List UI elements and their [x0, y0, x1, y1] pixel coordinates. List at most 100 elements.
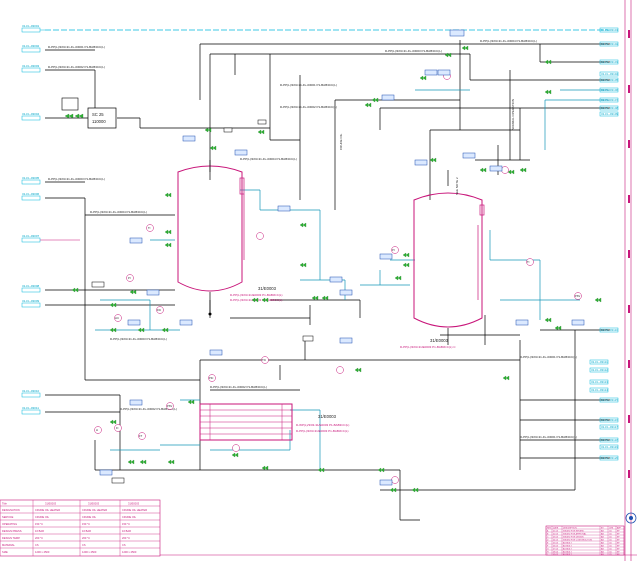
tb-r1c1: CRUDE OIL	[35, 515, 50, 519]
offpage-connectors-left	[21, 27, 80, 415]
tb-r1c0: SERVICE	[2, 515, 14, 519]
line-label-11: D-PP(L)/3/03-31-FL-03003 P1-BAB3CC(L)	[110, 337, 167, 341]
tb-r5c1: CS	[35, 543, 39, 547]
tb-h2: 31/E0003	[88, 502, 100, 506]
conn-l-3: 31-FL-03003	[22, 64, 40, 68]
rev-r0c4: CHK	[609, 528, 614, 530]
rev-r7c1: 07.03	[553, 549, 559, 551]
column-left: 31/E0003 D-PP(L)/3/03-31/E0003 P1-BAB3CC…	[177, 160, 283, 316]
connector-left-11	[21, 409, 41, 415]
tb-r2c1: 150 °C	[35, 522, 43, 526]
connector-left-5	[21, 179, 41, 185]
tb-r4c2: 200 °C	[82, 536, 90, 540]
inst-tag-7: FI	[116, 426, 119, 430]
rev-r3c3: AB	[601, 536, 604, 539]
conn-r-15: 31-FL-03115	[601, 398, 618, 402]
rev-r3c4: CD	[609, 537, 612, 539]
rev-r0c2: DESCRIPTION	[563, 528, 577, 530]
tb-r1c2: CRUDE OIL	[82, 515, 97, 519]
rev-r2c4: CD	[609, 534, 612, 536]
rev-r1c0: A	[547, 530, 549, 533]
line-label-6: D-PP(L)/3/03-31-FL-03002 P1-BAB3CC(L)	[280, 105, 337, 109]
conn-l-2: 31-FL-03002	[22, 44, 40, 48]
inst-tag-4: LIC	[115, 316, 119, 320]
rev-r5c2: AS BUILT	[563, 542, 573, 545]
vertical-note-1: CRUDE OIL	[339, 133, 343, 150]
annotation-boxes	[91, 119, 314, 484]
line-label-9: D-PP(L)/3/03-31-FL-03001 P1-BAB3CC(L)	[520, 355, 577, 359]
rev-r7c2: AS BUILT	[563, 548, 573, 551]
utility-lines	[95, 89, 610, 470]
tb-r4c3: 200 °C	[122, 536, 130, 540]
tb-r3c2: 16 BAR	[82, 529, 91, 533]
tb-r0c3: CRUDE OIL HEATER	[122, 508, 147, 512]
rev-r9c2: AS BUILT	[563, 553, 573, 556]
inst-tag-12: TI	[527, 260, 530, 264]
connector-left-3	[21, 67, 41, 73]
line-label-2: D-PP(L)/3/03-31-FL-03002 P1-BAB3CC(L)	[48, 65, 105, 69]
rev-r6c1: 06.03	[553, 546, 559, 548]
rev-r7c3: AB	[601, 548, 604, 551]
inst-tag-13: PSV	[575, 294, 580, 298]
rev-r8c3: AB	[601, 551, 604, 554]
line-label-1: D-PP(L)/3/03-31-FL-03001 P1-BAB3CC(L)	[48, 45, 105, 49]
conn-r-9: 31-FL-03109	[601, 112, 619, 116]
revision-block	[545, 525, 625, 556]
rev-r4c0: D	[547, 540, 549, 542]
line-label-5: D-PP(L)/3/03-31-FL-03001 P1-BAB3CC(L)	[280, 83, 337, 87]
rev-r4c2: ISSUED FOR CONSTRUCTION	[563, 540, 592, 542]
line-label-10: D-PP(L)/3/03-31-FL-03002 P1-BAB3CC(L)	[210, 385, 267, 389]
conn-r-11: 31-FL-03111	[591, 360, 608, 364]
conn-r-7: 31-FL-03107	[601, 98, 619, 102]
inst-tag-9: PSV	[167, 404, 172, 408]
conn-r-20: 31-FL-03120	[601, 456, 619, 460]
conn-r-16: 31-FL-03116	[601, 418, 618, 422]
vertical-note-2: NORMAL OPERATION	[511, 99, 515, 130]
offpage-connectors-left-labels: 31-FL-03001 31-FL-03002 31-FL-03003 31-F…	[22, 24, 40, 410]
conn-r-4: 31-FL-03104	[601, 72, 619, 76]
rev-r6c4: CD	[609, 546, 612, 548]
tb-r6c0: SIZE	[2, 550, 8, 554]
conn-l-10: 31-FL-03010	[22, 389, 40, 393]
conn-r-10: 31-FL-03110	[601, 328, 618, 332]
rev-r1c1: 01.03	[553, 531, 559, 533]
tb-r0c1: CRUDE OIL HEATER	[35, 508, 60, 512]
rev-r1c2: ISSUED FOR REVIEW	[563, 531, 584, 533]
rev-r8c4: CD	[609, 552, 612, 554]
rev-r6c0: F	[547, 546, 549, 548]
rev-r1c3: AB	[601, 530, 604, 533]
connector-left-6	[21, 195, 41, 201]
vertical-note-3: SEE NOTE 2	[455, 177, 459, 195]
conn-l-6: 31-FL-03006	[22, 192, 40, 196]
conn-l-8: 31-FL-03008	[22, 284, 40, 288]
tb-r3c3: 16 BAR	[122, 529, 131, 533]
conn-l-11: 31-FL-03011	[22, 406, 39, 410]
rev-r8c1: 08.03	[553, 552, 559, 554]
line-label-14: D-PP(L)/3/03-31-FL-03002 P1-BAB3CC(L)	[120, 407, 177, 411]
tb-r6c1: 1200 x 4500	[35, 550, 50, 554]
conn-r-18: 31-FL-03118	[601, 438, 618, 442]
valves	[64, 45, 602, 493]
conn-l-7: 31-FL-03007	[22, 234, 40, 238]
column-left-line1: D-PP(L)/3/03-31/E0003 P1-BAB3CC(L)	[230, 293, 283, 297]
rev-r4c5: EF	[617, 540, 620, 542]
frame-edge-marks	[628, 30, 630, 478]
line-labels: D-PP(L)/3/03-31-FL-03001 P1-BAB3CC(L) D-…	[48, 39, 577, 439]
rev-r4c1: 04.03	[553, 540, 559, 542]
tb-r1c3: CRUDE OIL	[122, 515, 137, 519]
line-label-13: D-PP(L)/3/03-31-FL-03001 P1-BAB3CC(L)	[520, 435, 577, 439]
rev-r8c5: EF	[617, 552, 620, 554]
offpage-connectors-right-labels: 31-FL-03101 31-FL-03102 31-FL-03103 31-F…	[591, 28, 619, 460]
line-label-3: D-PP(L)/3/03-31-FL-03003 P1-BAB3CC(L)	[48, 177, 105, 181]
rev-r9c1: 09.03	[553, 554, 559, 556]
tb-r3c1: 16 BAR	[35, 529, 44, 533]
exchanger-tag: 31/E0003	[318, 414, 337, 419]
rev-r6c2: AS BUILT	[563, 545, 573, 548]
tb-r2c3: 150 °C	[122, 522, 130, 526]
tb-h3: 31/E0003	[128, 502, 140, 506]
connector-left-10	[21, 392, 41, 398]
revision-block-text: REV DATE DESCRIPTION BY CHK APP A 01.03 …	[547, 527, 622, 556]
conn-r-14: 31-FL-03114	[591, 388, 608, 392]
connector-left-4	[21, 115, 41, 121]
rev-r3c2: ISSUED FOR DESIGN	[563, 537, 584, 539]
